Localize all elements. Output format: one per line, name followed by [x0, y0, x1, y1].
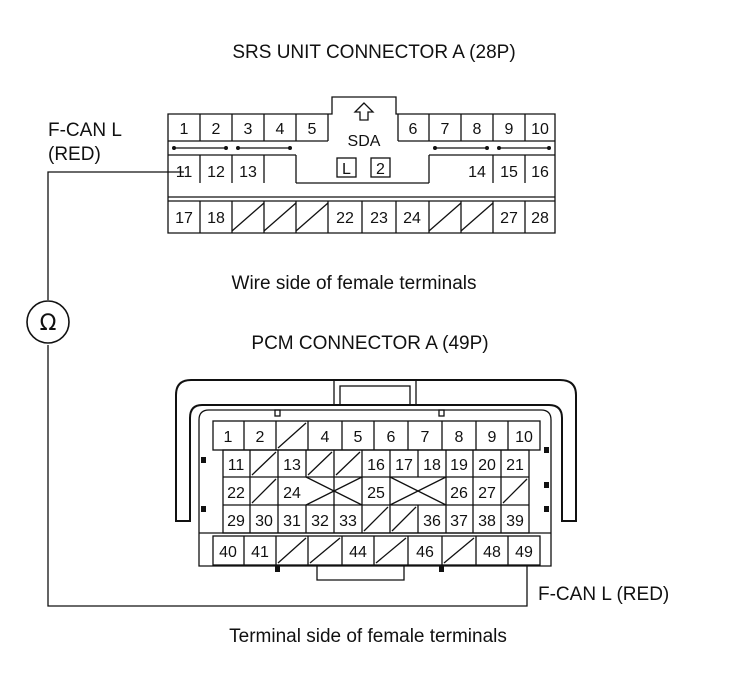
pcm-terminal-6: 6: [387, 429, 396, 446]
pcm-terminal-49: 49: [515, 544, 533, 561]
pcm-terminal-40: 40: [219, 544, 237, 561]
srs-row-3: 17 18 22 23 24 27 28: [175, 210, 549, 227]
marker-2-box: [370, 157, 391, 178]
srs-row-2: 11 12 13 14 15 16: [176, 164, 549, 181]
pcm-terminal-33: 33: [339, 513, 357, 530]
srs-terminal-22: 22: [336, 210, 354, 227]
pcm-terminal-29: 29: [227, 513, 245, 530]
srs-terminal-3: 3: [244, 121, 253, 138]
srs-terminal-1: 1: [180, 121, 189, 138]
pcm-connector-title: PCM CONNECTOR A (49P): [251, 333, 488, 354]
marker-l: L: [342, 161, 351, 178]
pcm-terminal-27: 27: [478, 485, 496, 502]
srs-connector-title: SRS UNIT CONNECTOR A (28P): [232, 42, 515, 63]
pcm-row-1: 1 2 4 5 6 7 8 9 10: [224, 429, 533, 446]
srs-terminal-5: 5: [308, 121, 317, 138]
srs-row-1: 1 2 3 4 5 6 7 8 9 10: [180, 121, 549, 138]
srs-terminal-15: 15: [500, 164, 518, 181]
marker-2: 2: [376, 161, 385, 178]
srs-terminal-24: 24: [403, 210, 421, 227]
pcm-terminal-39: 39: [506, 513, 524, 530]
srs-terminal-23: 23: [370, 210, 388, 227]
srs-terminal-18: 18: [207, 210, 225, 227]
pcm-terminal-9: 9: [488, 429, 497, 446]
pcm-terminal-2: 2: [256, 429, 265, 446]
pcm-terminal-31: 31: [283, 513, 301, 530]
pcm-terminal-38: 38: [478, 513, 496, 530]
srs-terminal-4: 4: [276, 121, 285, 138]
srs-terminal-16: 16: [531, 164, 549, 181]
pcm-terminal-17: 17: [395, 457, 413, 474]
pcm-terminal-44: 44: [349, 544, 367, 561]
srs-shorting-bars: [172, 146, 551, 150]
pcm-terminal-20: 20: [478, 457, 496, 474]
pcm-terminal-48: 48: [483, 544, 501, 561]
srs-terminal-27: 27: [500, 210, 518, 227]
meter-wiring: Ω: [26, 171, 528, 607]
srs-terminal-28: 28: [531, 210, 549, 227]
pcm-terminal-7: 7: [421, 429, 430, 446]
pcm-terminal-24: 24: [283, 485, 301, 502]
ohmmeter-icon: [26, 300, 70, 344]
pcm-row-2: 11 13 16 17 18 19 20 21: [228, 457, 524, 474]
srs-terminal-12: 12: [207, 164, 225, 181]
pcm-terminal-10: 10: [515, 429, 533, 446]
pcm-terminal-46: 46: [416, 544, 434, 561]
srs-terminal-14: 14: [468, 164, 486, 181]
marker-l-box: [336, 157, 357, 178]
pcm-terminal-4: 4: [321, 429, 330, 446]
pcm-terminal-22: 22: [227, 485, 245, 502]
srs-wire-label-line2: (RED): [48, 144, 101, 165]
ohm-symbol: Ω: [40, 311, 57, 336]
pcm-terminal-26: 26: [450, 485, 468, 502]
srs-terminal-10: 10: [531, 121, 549, 138]
srs-terminal-6: 6: [409, 121, 418, 138]
pcm-terminal-1: 1: [224, 429, 233, 446]
srs-wire-label-line1: F-CAN L: [48, 120, 122, 141]
pcm-row-5: 40 41 44 46 48 49: [219, 544, 533, 561]
pcm-terminal-30: 30: [255, 513, 273, 530]
pcm-caption: Terminal side of female terminals: [229, 626, 507, 647]
pcm-terminal-37: 37: [450, 513, 468, 530]
pcm-row-4: 29 30 31 32 33 36 37 38 39: [227, 513, 524, 530]
srs-terminal-9: 9: [505, 121, 514, 138]
srs-terminal-13: 13: [239, 164, 257, 181]
srs-terminal-7: 7: [441, 121, 450, 138]
srs-terminal-17: 17: [175, 210, 193, 227]
pcm-terminal-18: 18: [423, 457, 441, 474]
pcm-terminal-8: 8: [455, 429, 464, 446]
pcm-terminal-11: 11: [228, 457, 245, 474]
srs-terminal-11: 11: [176, 164, 193, 181]
srs-terminal-2: 2: [212, 121, 221, 138]
pcm-terminal-19: 19: [450, 457, 468, 474]
up-arrow-icon: [353, 102, 375, 121]
pcm-row-3: 22 24 25 26 27: [227, 485, 496, 502]
pcm-terminal-13: 13: [283, 457, 301, 474]
pcm-terminal-32: 32: [311, 513, 329, 530]
sda-label: SDA: [348, 133, 381, 150]
pcm-terminal-25: 25: [367, 485, 385, 502]
pcm-wire-label: F-CAN L (RED): [538, 584, 669, 605]
pcm-terminal-41: 41: [251, 544, 269, 561]
pcm-terminal-21: 21: [506, 457, 524, 474]
srs-caption: Wire side of female terminals: [232, 273, 477, 294]
pcm-terminal-5: 5: [354, 429, 363, 446]
pcm-terminal-16: 16: [367, 457, 385, 474]
srs-terminal-8: 8: [473, 121, 482, 138]
pcm-terminal-36: 36: [423, 513, 441, 530]
